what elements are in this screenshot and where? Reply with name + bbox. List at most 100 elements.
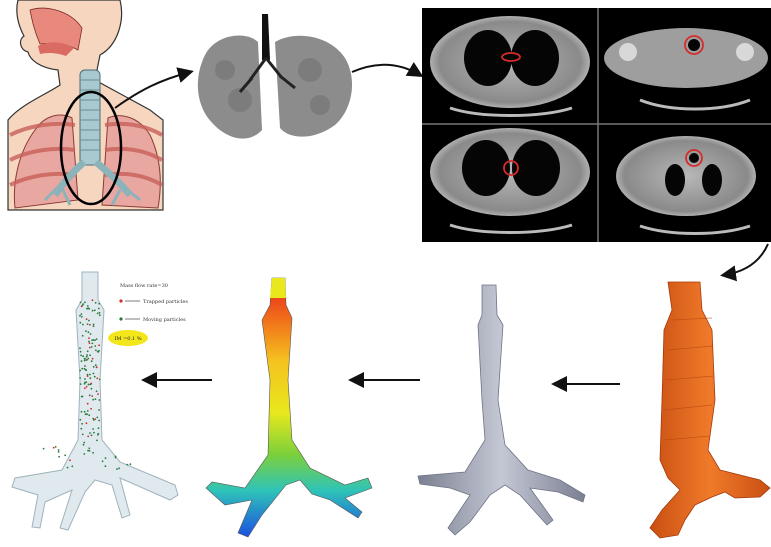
particle-dot	[79, 419, 81, 421]
particle-dot	[116, 468, 118, 470]
particle-dot	[85, 381, 87, 383]
particle-dot	[89, 450, 91, 452]
particle-dot	[82, 396, 84, 398]
particle-dot	[58, 456, 60, 458]
particle-dot	[93, 419, 95, 421]
particle-dot	[98, 420, 100, 422]
particle-dot	[84, 360, 86, 362]
particle-dot	[91, 395, 93, 397]
particle-dot	[83, 442, 85, 444]
particle-dot	[81, 423, 83, 425]
particle-dot	[80, 428, 82, 430]
particle-dot	[89, 394, 91, 396]
particle-dot	[81, 360, 83, 362]
legend-title: Mass flow rate=30	[120, 283, 168, 289]
particle-dot	[82, 434, 84, 436]
particle-dot	[98, 308, 100, 310]
particle-dot	[89, 324, 91, 326]
particle-dot	[79, 347, 81, 349]
particle-dot	[80, 355, 82, 357]
particle-dot	[96, 367, 98, 369]
particle-dot	[82, 355, 84, 357]
particle-dot	[91, 346, 93, 348]
particle-dot	[71, 465, 73, 467]
particle-dot	[67, 467, 69, 469]
gray-airway-model	[418, 285, 585, 535]
particle-dot	[79, 370, 81, 372]
particle-dot	[97, 351, 99, 353]
particle-dot	[86, 386, 88, 388]
legend-moving: Moving particles	[143, 317, 186, 323]
particle-dot	[80, 383, 82, 385]
particle-dot	[86, 354, 88, 356]
particle-dot	[87, 410, 89, 412]
particle-dot	[84, 368, 86, 370]
particle-dot	[92, 299, 94, 301]
particle-dot	[84, 411, 86, 413]
particle-dot	[98, 344, 100, 346]
particle-legend: Mass flow rate=30 Trapped particles Movi…	[108, 283, 188, 346]
particle-dot	[82, 324, 84, 326]
particle-dot	[92, 452, 94, 454]
arrow-down-left-icon	[724, 244, 768, 275]
particle-dot	[98, 409, 100, 411]
particle-dot	[87, 323, 89, 325]
particle-dot	[86, 318, 88, 320]
particle-dot	[93, 324, 95, 326]
particle-dot	[87, 350, 89, 352]
particle-dot	[92, 428, 94, 430]
particle-dot	[88, 384, 90, 386]
particle-dot	[86, 308, 88, 310]
particle-dot	[92, 310, 94, 312]
particle-dot	[94, 376, 96, 378]
particle-dot	[90, 408, 92, 410]
particle-dot	[94, 309, 96, 311]
particle-dot	[83, 453, 85, 455]
particle-dot	[89, 374, 91, 376]
anatomy-illustration	[8, 0, 163, 210]
particle-dot	[88, 447, 90, 449]
particle-dot	[89, 347, 91, 349]
particle-dot	[94, 339, 96, 341]
particle-dot	[97, 433, 99, 435]
particle-dot	[79, 322, 81, 324]
particle-dot	[91, 339, 93, 341]
particle-dot	[80, 302, 82, 304]
particle-dot	[83, 444, 85, 446]
particle-dot	[93, 366, 95, 368]
particle-dot	[87, 436, 89, 438]
particle-dot	[102, 460, 104, 462]
particle-dot	[95, 364, 97, 366]
particle-dot	[85, 330, 87, 332]
particle-dot	[69, 459, 71, 461]
particle-dot	[87, 358, 89, 360]
particle-dot	[91, 343, 93, 345]
particle-dot	[86, 413, 88, 415]
particle-dot	[82, 305, 84, 307]
particle-dot	[130, 463, 132, 465]
cfd-contour-model	[206, 278, 372, 537]
ct-scan-grid	[422, 8, 771, 242]
particle-dot	[96, 338, 98, 340]
particle-dot	[82, 335, 84, 337]
legend-trapped: Trapped particles	[143, 299, 188, 305]
particle-dot	[88, 414, 90, 416]
particle-dot	[96, 440, 98, 442]
particle-dot	[92, 358, 94, 360]
particle-dot	[58, 449, 60, 451]
orange-airway-model	[650, 282, 770, 538]
particle-dot	[87, 375, 89, 377]
particle-dot	[58, 451, 60, 453]
particle-dot	[91, 388, 93, 390]
particle-dot	[88, 341, 90, 343]
particle-dot	[84, 301, 86, 303]
particle-dot	[105, 457, 107, 459]
particle-dot	[88, 331, 90, 333]
particle-dot	[91, 360, 93, 362]
particle-dot	[97, 313, 99, 315]
particle-dot	[93, 325, 95, 327]
particle-dot	[115, 456, 117, 458]
particle-dot	[105, 465, 107, 467]
particle-dot	[98, 303, 100, 305]
particle-dot	[90, 333, 92, 335]
